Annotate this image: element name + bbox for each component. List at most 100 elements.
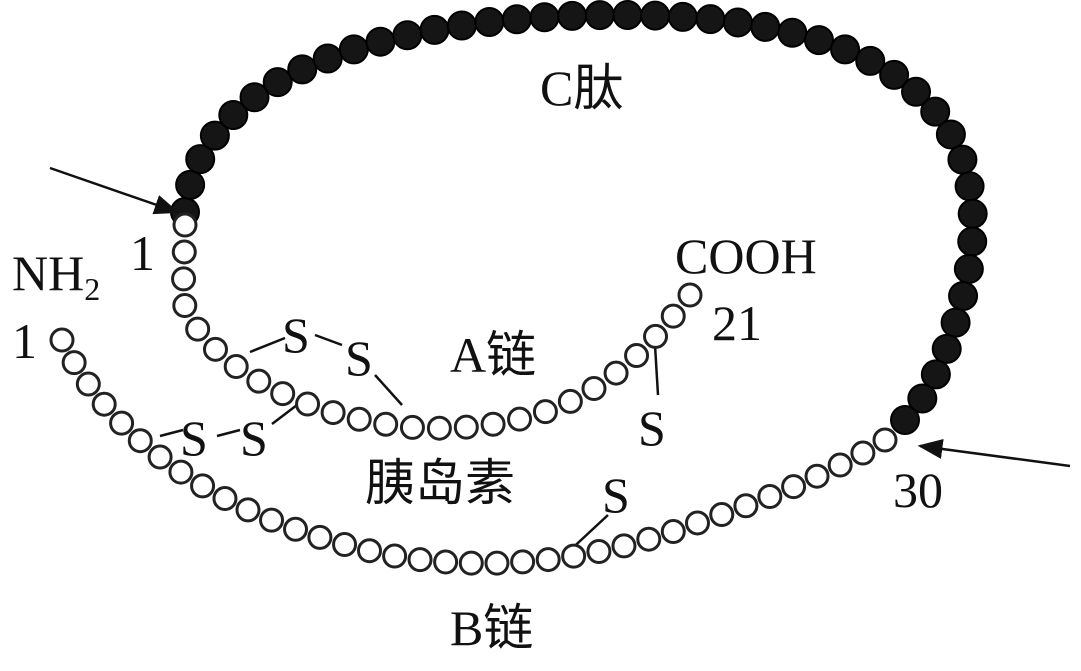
b-chain-bead [458,550,484,576]
b-chain-bead [611,533,637,559]
c-peptide-bead [529,2,560,33]
arrow-left-cleavage [49,166,180,215]
a-chain-bead [172,293,198,319]
a-chain-bead [603,360,629,386]
sulfur-label: S [282,307,310,363]
a-chain-bead [660,303,686,329]
b-chain-bead [109,410,135,436]
b-chain-bead [212,485,238,511]
c-peptide-bead [667,1,698,32]
c-peptide-bead [890,405,920,435]
a-chain-bead [373,411,399,437]
b-chain-bead [684,510,710,536]
c-peptide-bead [175,169,206,200]
c-peptide-bead [392,20,423,51]
nh2-label: NH2 [12,245,100,307]
sulfur-label: S [180,410,208,466]
a-chain-bead [346,406,372,432]
c-peptide-bead [365,26,396,57]
c-peptide-label: C肽 [540,60,623,116]
a-chain-bead [246,368,272,394]
c-peptide-bead [640,0,671,31]
b-chain-bead [259,507,285,533]
c-peptide-bead [446,10,477,41]
a-chain-bead [643,323,669,349]
c-peptide-bead [920,96,951,127]
a-chain-bead [270,381,296,407]
a-chain-bead [185,316,211,342]
b-chain-bead [535,547,561,573]
b-chain-bead [190,473,216,499]
a-chain-bead [677,282,703,308]
b-chain-end-number: 30 [893,462,943,518]
c-peptide-bead [287,54,318,85]
c-peptide-bead [957,198,988,229]
cooh-label: COOH [675,228,817,284]
sulfur-label: S [240,410,268,466]
a-chain-bead [581,375,607,401]
amino-acid-beads [49,0,988,576]
b-chain-bead [850,440,876,466]
b-chain-bead [75,371,101,397]
a-chain-bead [320,400,346,426]
b-chain-bead [407,547,433,573]
b-chain-bead [757,483,783,509]
c-peptide-bead [830,34,861,65]
c-peptide-bead [879,59,910,90]
sulfur-label: S [602,467,630,523]
b-chain-bead [827,452,853,478]
c-peptide-bead [557,0,588,31]
c-peptide-bead [935,119,966,150]
b-chain-bead [433,549,459,575]
a-chain-start-number: 1 [130,225,155,281]
a-chain-path [183,225,690,428]
c-peptide-bead [948,280,979,311]
c-peptide-bead [185,144,216,175]
a-chain-bead [295,391,321,417]
b-chain-bead [709,502,735,528]
b-chain-label: B链 [450,600,533,656]
arrow-right-cleavage [917,439,1071,468]
a-chain-bead [172,212,198,238]
b-chain-bead [332,532,358,558]
insulin-label: 胰岛素 [365,455,515,511]
b-chain-bead [781,474,807,500]
a-chain-bead [532,399,558,425]
c-peptide-bead [199,120,230,151]
b-chain-bead [147,444,173,470]
c-peptide-bead [501,4,532,35]
c-peptide-bead [584,0,615,31]
b-chain-bead [660,519,686,545]
c-peptide-bead [312,43,343,74]
a-chain-bead [426,415,452,441]
a-chain-bead [624,343,650,369]
a-chain-bead [223,354,249,380]
b-chain-bead [636,526,662,552]
b-chain-bead [49,327,75,353]
disulfide-bonds [159,333,660,556]
c-peptide-bead [612,0,643,31]
b-chain-bead [382,543,408,569]
b-chain-bead [168,459,194,485]
b-chain-bead [61,350,87,376]
b-chain-bead [510,549,536,575]
b-chain-bead [586,539,612,565]
c-peptide-bead [803,25,834,56]
c-peptide-bead [957,226,988,257]
a-chain-bead [171,266,197,292]
c-peptide-bead [419,14,450,45]
sulfur-label: S [638,400,666,456]
b-chain-bead [307,524,333,550]
c-peptide-bead [695,4,726,35]
b-chain-bead [283,516,309,542]
a-chain-bead [480,411,506,437]
c-peptide-bead [855,45,886,76]
c-peptide-bead [777,17,808,48]
a-chain-bead [557,388,583,414]
b-chain-start-number: 1 [12,313,37,369]
a-chain-bead [453,414,479,440]
a-chain-bead [507,406,533,432]
b-chain-bead [872,427,898,453]
b-chain-bead [91,391,117,417]
